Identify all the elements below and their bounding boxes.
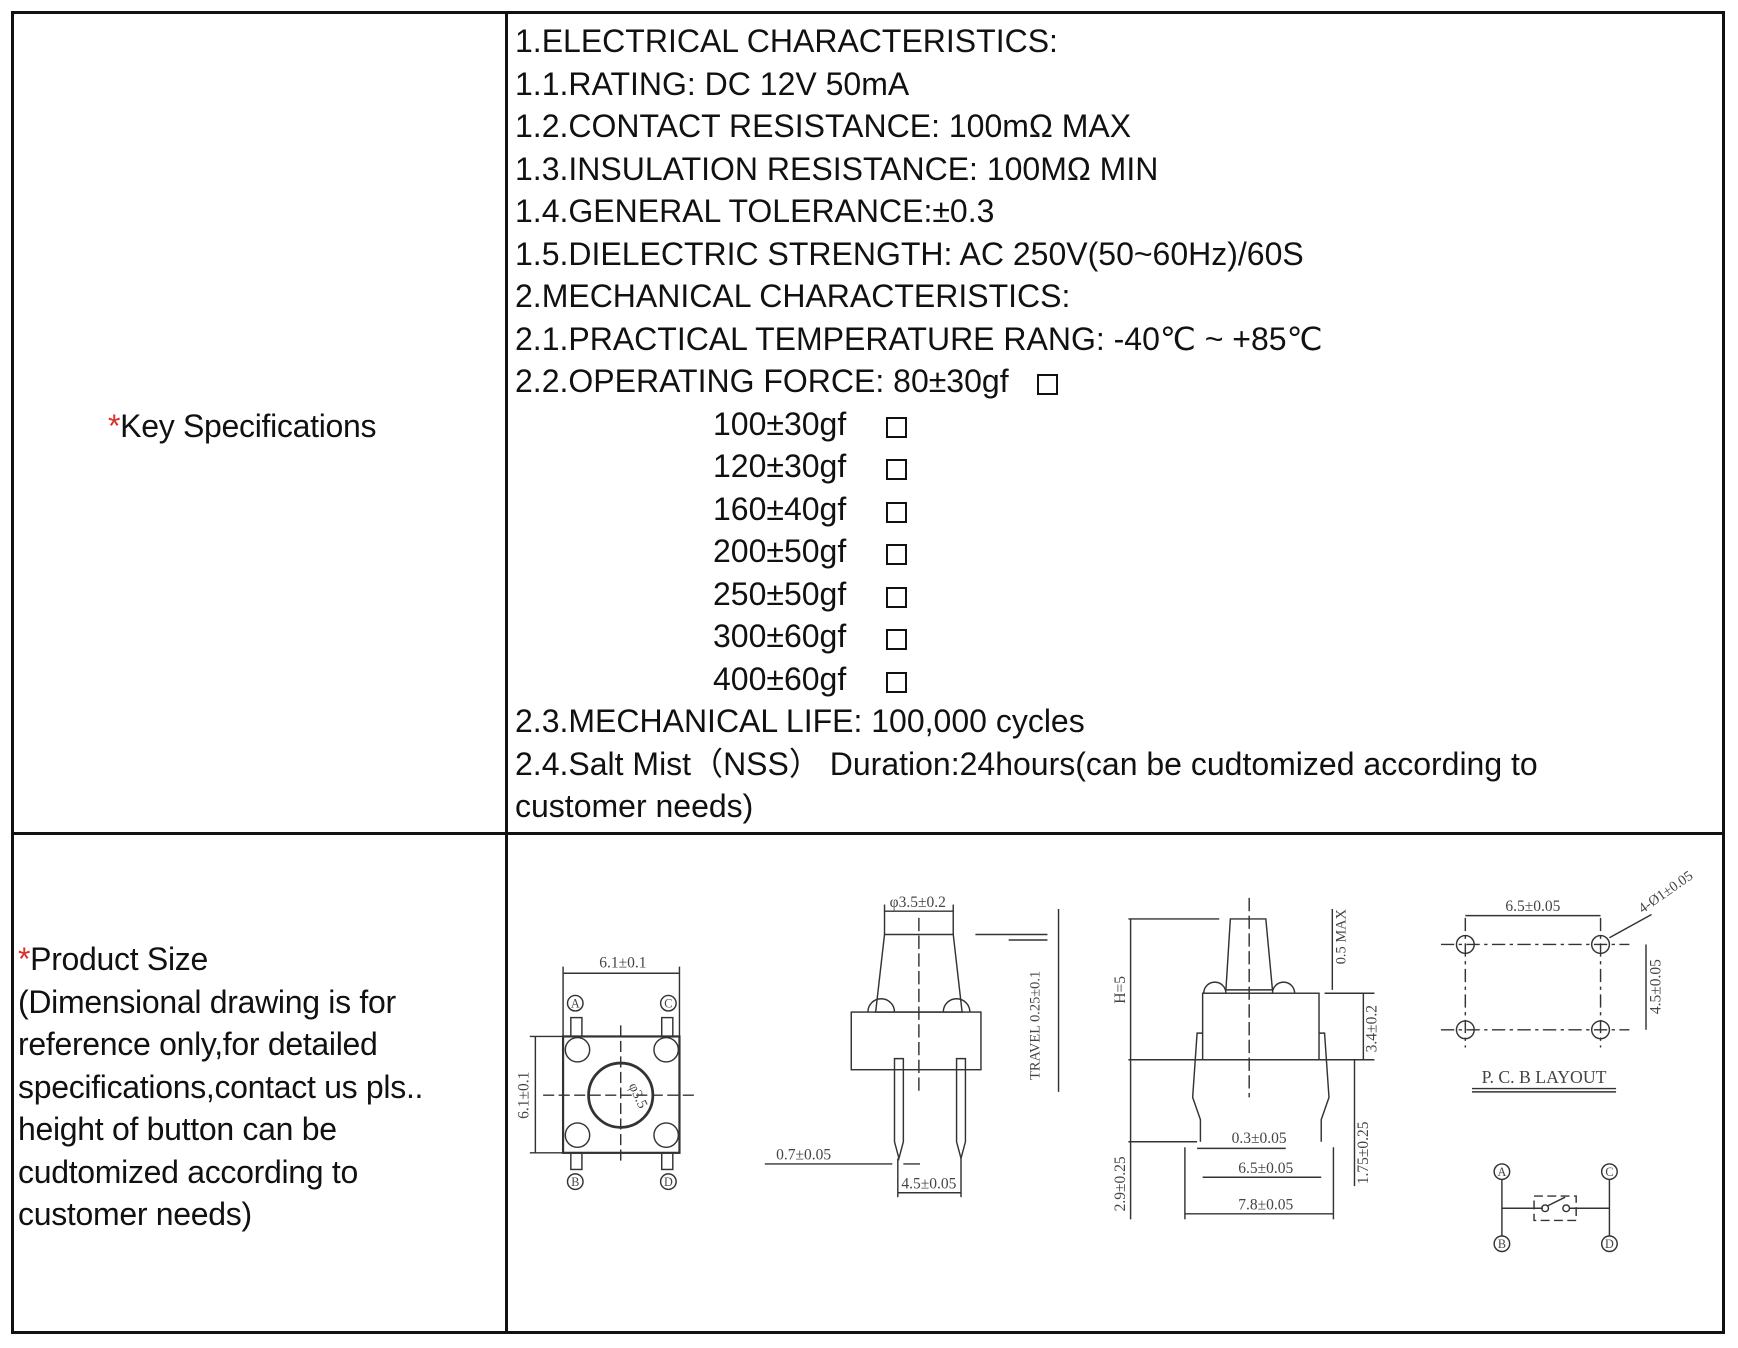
force-value: 120±30gf [713,448,847,484]
pin-label: B [571,1175,579,1189]
force-label: 2.2.OPERATING FORCE: 80±30gf [515,363,1009,399]
switch-schematic [1493,1163,1618,1253]
spec-line: 2.1.PRACTICAL TEMPERATURE RANG: -40℃ ~ +… [515,320,1323,357]
spec-line: 1.4.GENERAL TOLERANCE:±0.3 [515,193,995,229]
spec-line: 1.1.RATING: DC 12V 50mA [515,65,910,102]
required-star: * [108,408,121,444]
spec-line: 2.4.Salt Mist（NSS） Duration:24hours(can … [515,745,1538,782]
table-border [11,11,1725,1334]
pin-label: A [1498,1165,1507,1179]
force-option: 200±50gf [515,530,1720,573]
pin-label: C [664,997,672,1011]
label-text: Key Specifications [120,408,377,444]
checkbox[interactable] [886,544,908,565]
force-value: 200±50gf [713,533,847,569]
dim-top-width: 6.1±0.1 [599,955,646,972]
spec-list: 1.ELECTRICAL CHARACTERISTICS: 1.1.RATING… [515,20,1720,828]
pcb-layout-title: P. C. B LAYOUT [1482,1067,1607,1087]
note-line: (Dimensional drawing is for [18,983,396,1020]
force-value: 250±50gf [713,575,847,612]
checkbox[interactable] [886,586,908,608]
spec-line: 2.MECHANICAL CHARACTERISTICS: [515,278,1071,314]
front-view [1128,897,1375,1220]
dim-leg-height: 1.75±0.25 [1355,1121,1372,1184]
pin-label: B [1498,1237,1506,1251]
spec-line: 2.3.MECHANICAL LIFE: 100,000 cycles [515,703,1085,739]
dim-pcb-y: 4.5±0.05 [1647,959,1664,1014]
note-line: specifications,contact us pls.. [18,1068,424,1105]
checkbox[interactable] [886,459,908,480]
top-view [529,966,699,1191]
spec-line: customer needs) [515,788,754,824]
spec-line: 1.2.CONTACT RESISTANCE: 100mΩ MAX [515,108,1132,144]
note-line: customer needs) [18,1196,252,1232]
checkbox[interactable] [886,671,908,693]
force-option: 160±40gf [515,488,1720,531]
force-option: 100±30gf [515,403,1720,446]
pin-label: D [664,1175,673,1189]
force-option: 400±60gf [515,658,1720,701]
spec-line: 1.5.DIELECTRIC STRENGTH: AC 250V(50~60Hz… [515,235,1304,272]
dim-max-stroke: 0.5 MAX [1334,909,1350,965]
force-option: 300±60gf [515,615,1720,658]
dim-pin-pitch: 4.5±0.05 [901,1175,956,1192]
force-option: 250±50gf [515,573,1720,616]
checkbox[interactable] [1036,374,1058,395]
column-divider [505,11,508,1334]
checkbox[interactable] [886,629,908,650]
pin-label: D [1605,1237,1614,1251]
force-value: 300±60gf [713,618,847,654]
note-line: reference only,for detailed [18,1026,378,1062]
spec-line-force: 2.2.OPERATING FORCE: 80±30gf [515,360,1720,403]
force-value: 160±40gf [713,490,847,527]
spec-line: 1.ELECTRICAL CHARACTERISTICS: [515,23,1058,59]
dim-travel: TRAVEL 0.25±0.1 [1028,971,1044,1080]
pcb-layout [1440,913,1652,1093]
checkbox[interactable] [886,416,908,438]
required-star: * [18,941,31,977]
pin-label: A [571,997,580,1011]
force-value: 400±60gf [713,660,847,697]
note-line: cudtomized according to [18,1153,358,1190]
note-line: height of button can be [18,1111,337,1147]
product-size-title: *Product Size [18,938,423,981]
row-divider [11,832,1725,835]
force-option: 120±30gf [515,445,1720,488]
side-view [764,904,1060,1198]
dim-pin-width: 0.7±0.05 [776,1146,831,1163]
dim-lead-thick: 0.3±0.05 [1232,1130,1287,1147]
dim-height: H=5 [1112,976,1129,1004]
label-text: Product Size [30,941,208,977]
key-specifications-label: *Key Specifications [108,405,377,448]
dim-lead-pitch: 6.5±0.05 [1238,1160,1293,1177]
dim-pcb-holes: 4-Ø1±0.05 [1636,868,1697,917]
dim-top-height: 6.1±0.1 [516,1072,533,1119]
dim-body-height: 3.4±0.2 [1364,1005,1381,1052]
dim-overall-width: 7.8±0.05 [1238,1196,1293,1213]
dim-pcb-x: 6.5±0.05 [1505,898,1560,915]
force-value: 100±30gf [713,405,847,442]
spec-line: 1.3.INSULATION RESISTANCE: 100MΩ MIN [515,150,1159,187]
dim-leg-total: 2.9±0.25 [1112,1156,1129,1211]
pin-label: C [1605,1165,1613,1179]
checkbox[interactable] [886,501,908,523]
dim-side-dia: φ3.5±0.2 [890,894,946,911]
product-size-label: *Product Size (Dimensional drawing is fo… [18,938,423,1236]
